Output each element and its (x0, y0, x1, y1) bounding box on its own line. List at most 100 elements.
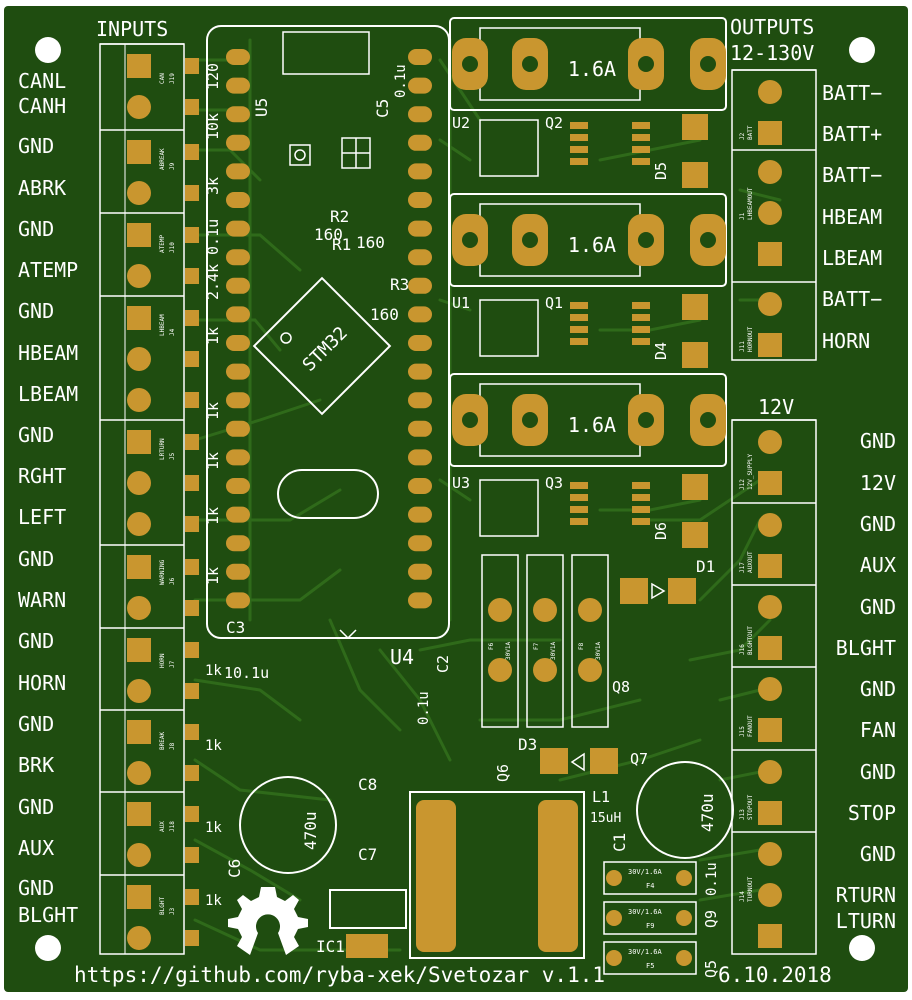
mcu-pin-left (226, 220, 250, 237)
mosfet-pin (570, 302, 588, 309)
right-12v-pin-label: FAN (860, 718, 896, 742)
fuse-pad-hole (638, 56, 654, 72)
connector-ref: J12 (739, 479, 746, 490)
mcu-pin-left (226, 478, 250, 494)
u4-label: U4 (390, 645, 414, 669)
c7-label: C7 (358, 845, 377, 864)
round-pad (758, 883, 782, 907)
connector-name: ABREAK (159, 148, 166, 170)
footer-url: https://github.com/ryba-xek/Svetozar v.1… (74, 963, 605, 987)
driver-ic-outline (479, 119, 539, 177)
blade-fuse-pad (606, 870, 622, 886)
u5-label: U5 (252, 98, 271, 117)
ic1-label: IC1 (316, 937, 345, 956)
round-pad (127, 761, 151, 785)
mcu-usb-outline (282, 31, 370, 75)
open-hardware-logo (228, 887, 308, 955)
small-fuse-outline (526, 554, 564, 728)
d1-pad-k (668, 578, 696, 604)
fuse-pad-hole (462, 232, 478, 248)
connector-name: LHBEAM (159, 314, 166, 336)
smd-pad (185, 392, 199, 408)
fuse-pad-hole (638, 232, 654, 248)
small-fuse-pad (488, 658, 512, 682)
connector-ref: J5 (169, 452, 176, 460)
connector-name: HORN (159, 653, 166, 668)
mcu-resistor-value: 1k (204, 452, 222, 470)
round-pad (758, 80, 782, 104)
right-12v-pin-label: GND (860, 429, 896, 453)
mcu-pin-right (408, 134, 432, 151)
u5-cap-value: 0.1u (393, 64, 409, 98)
connector-name: HORNOUT (747, 326, 754, 352)
round-pad (127, 926, 151, 950)
right-12v-pin-label: GND (860, 842, 896, 866)
middle-components: U5 C5 0.1u R2 160 R1 160 R3 160 C3 10.1u… (224, 64, 452, 725)
smd-pad (185, 268, 199, 284)
mosfet-pin (570, 482, 588, 489)
mosfet-pin (570, 338, 588, 345)
connector-ref: J4 (169, 328, 176, 336)
large-fuse-holders: 1.6A1.6A1.6A (449, 17, 727, 467)
mcu-pin-right (408, 335, 432, 351)
right-connector-column: BATTJ2LHBEAMOUTJ1HORNOUTJ1112V_SUPPLYJ12… (731, 69, 817, 955)
diode-label: D6 (652, 522, 670, 540)
mcu-pin-left (226, 77, 250, 94)
mounting-hole-top-left (35, 37, 61, 63)
mcu-pin-right (408, 449, 432, 466)
connector-ref: J11 (739, 341, 746, 352)
mosfet-pin (570, 134, 588, 141)
left-pin-label: BRK (18, 753, 54, 777)
right-output-pin-label: LBEAM (822, 246, 882, 270)
resistor-value: 1k (205, 893, 222, 909)
q8-label: Q8 (612, 678, 630, 696)
mcu-pin-left (226, 449, 250, 466)
mcu-pin-left (226, 363, 250, 380)
round-pad (758, 842, 782, 866)
connector-name: AUX (159, 821, 166, 832)
mcu-pin-left (226, 392, 250, 409)
mosfet-pin (632, 482, 650, 489)
mosfet-label: Q3 (545, 474, 563, 492)
connector-name: BLGHT (159, 897, 166, 915)
driver-ic-outline (479, 299, 539, 357)
fuse-pad-hole (462, 56, 478, 72)
smd-pad (185, 889, 199, 905)
left-pin-label: GND (18, 712, 54, 736)
square-pad (758, 242, 782, 266)
connector-ref: J8 (169, 742, 176, 750)
mosfet-pin (632, 134, 650, 141)
connector-ref: J14 (739, 891, 746, 902)
smd-pad (185, 185, 199, 201)
right-12v-pin-label: AUX (860, 553, 896, 577)
square-pad (127, 430, 151, 454)
square-pad (758, 471, 782, 495)
smd-pad (185, 310, 199, 326)
right-12v-pin-label: RTURN (836, 883, 896, 907)
mcu-pin-left (226, 49, 250, 65)
left-pin-label: CANL (18, 69, 66, 93)
square-pad (758, 924, 782, 948)
right-12v-pin-label: GND (860, 760, 896, 784)
mcu-resistor-value: 1k (204, 507, 222, 525)
smd-pad (185, 227, 199, 243)
fuse-pad-hole (638, 412, 654, 428)
c5-label: C5 (373, 99, 392, 118)
smd-pad (185, 847, 199, 863)
smd-pad (185, 683, 199, 699)
diode-pad (682, 114, 708, 140)
mosfet-pin (632, 518, 650, 525)
square-pad (127, 223, 151, 247)
diode-label: D4 (652, 342, 670, 360)
mcu-resistor-value: 1k (204, 327, 222, 345)
connector-ref: J7 (169, 660, 176, 668)
mcu-pin-left (226, 563, 250, 580)
square-pad (127, 306, 151, 330)
q9-label: Q9 (702, 910, 720, 928)
connector-name: BATT (747, 125, 754, 140)
mosfet-pin (570, 494, 588, 501)
q6-label: Q6 (494, 764, 512, 782)
small-fuse-outline (481, 554, 519, 728)
left-pin-label: GND (18, 299, 54, 323)
